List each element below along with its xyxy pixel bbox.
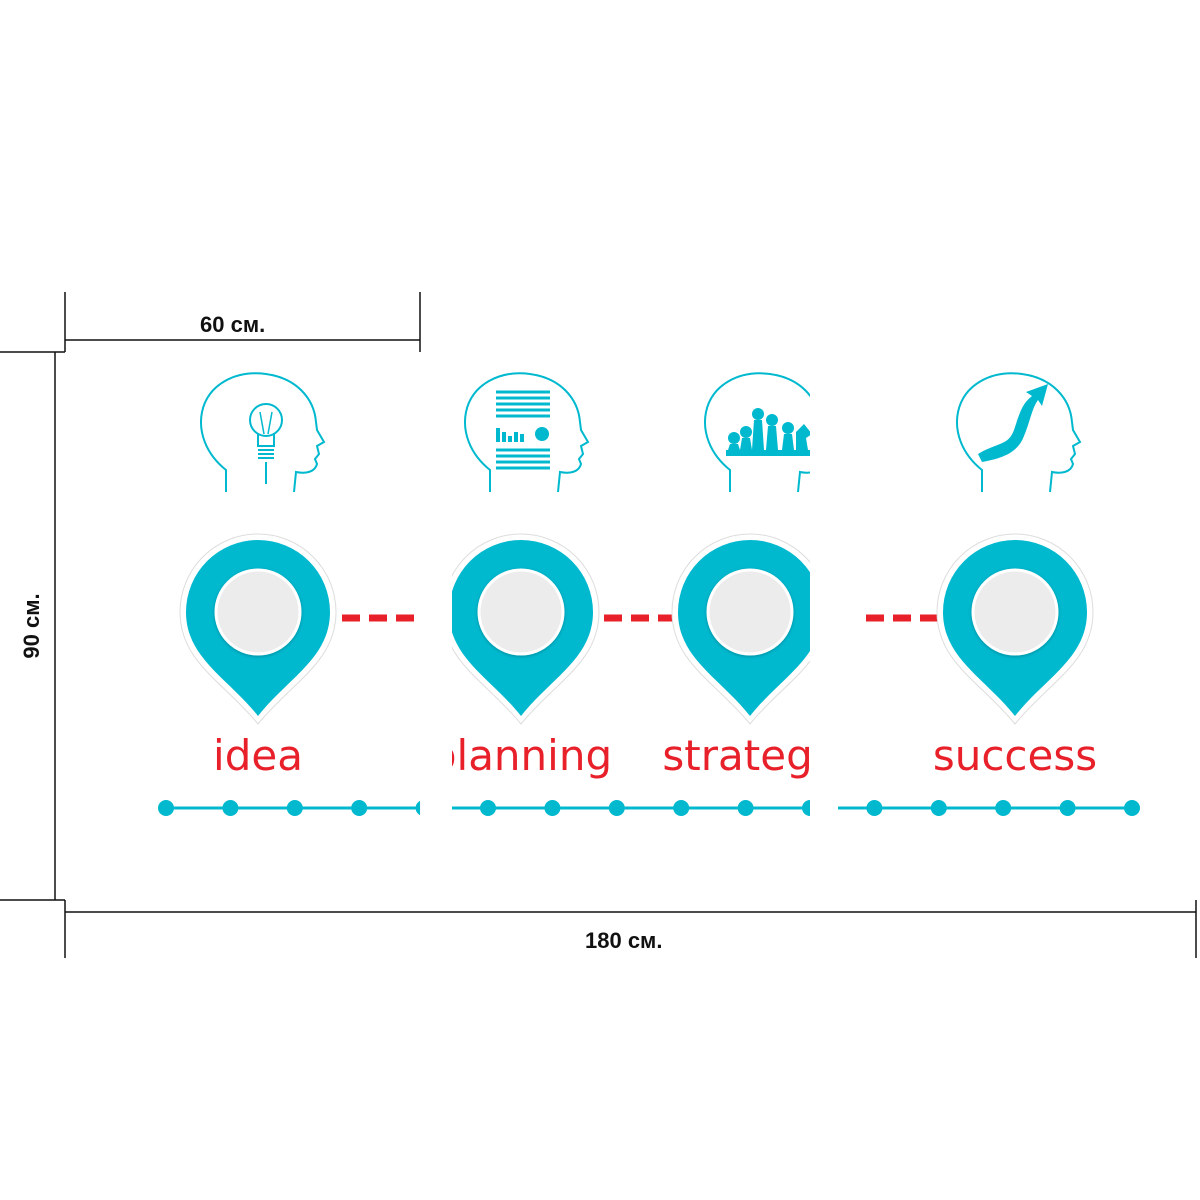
dimension-lines [0,292,1197,958]
height-label: 90 см. [19,593,44,659]
canvas-panel-middle [452,352,810,900]
canvas-panel-left [65,352,420,900]
canvas-panel-right [838,352,1196,900]
total-width-label: 180 см. [585,928,663,953]
panel-width-label: 60 см. [200,312,266,337]
